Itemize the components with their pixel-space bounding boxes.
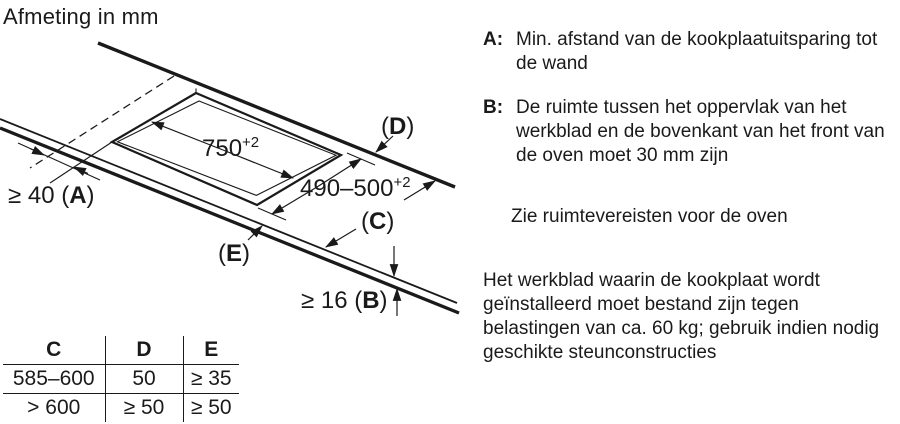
note-b: B: De ruimte tussen het oppervlak van he…: [483, 96, 900, 168]
worktop-front-bottom-edge: [0, 126, 460, 315]
table-header-row: C D E: [3, 336, 239, 365]
table-header-d: D: [104, 336, 183, 365]
cutout-inner-outline: [116, 100, 338, 197]
note-worktop-load: Het werkblad waarin de kookplaat wordt g…: [483, 270, 880, 363]
table-cell: ≥ 50: [104, 393, 183, 422]
label-c-text: (C): [361, 208, 394, 235]
dim-c-arrow-up: [403, 180, 436, 201]
note-b-text: De ruimte tussen het oppervlak van het w…: [516, 97, 885, 166]
table-cell: 585–600: [3, 364, 105, 394]
worktop-front-top-edge: [0, 118, 458, 304]
dim-750-arrow-left: [150, 121, 224, 151]
label-d-text: (D): [381, 113, 414, 140]
dim-a-arrow-right: [29, 146, 45, 156]
table-cell: 50: [104, 364, 183, 394]
dim-c-arrow-down: [325, 228, 357, 248]
table-row: 585–600 50 ≥ 35: [3, 364, 239, 394]
note-b-label: B:: [483, 97, 504, 118]
table-cell: ≥ 35: [182, 364, 239, 394]
dim-a-text: ≥ 40 (A): [8, 182, 95, 209]
label-e-leader: [247, 225, 263, 241]
dim-490-arrow-up: [316, 158, 362, 188]
dim-a-extension-line: [49, 141, 113, 184]
note-a: A: Min. afstand van de kookplaatuitspari…: [483, 28, 900, 76]
table-header-c: C: [3, 336, 105, 365]
label-e-text: (E): [218, 240, 250, 267]
dim-a-arrow-left: [73, 166, 89, 176]
table-cell: ≥ 50: [182, 393, 239, 422]
installation-diagram: ≥ 40 (A) 750+2 490–500+2 (D) (C) (E) ≥ 1…: [0, 41, 460, 316]
table-row: > 600 ≥ 50 ≥ 50: [3, 393, 239, 422]
wall-line: [97, 41, 456, 189]
note-a-label: A:: [483, 29, 504, 50]
page-title: Afmeting in mm: [3, 4, 159, 29]
dim-750-text: 750+2: [202, 134, 259, 162]
table-cell: > 600: [27, 396, 81, 419]
dimension-table: C D E 585–600 50 ≥ 35 > 600 ≥ 50 ≥ 50: [3, 336, 239, 422]
dim-490-arrow-down: [271, 186, 318, 215]
side-wall-dashed-line: [29, 75, 175, 169]
dim-750-arrow-right: [222, 149, 295, 179]
label-d-leader: [375, 135, 394, 153]
dim-b-text: ≥ 16 (B): [301, 287, 388, 314]
cutout-outer-outline: [109, 91, 344, 207]
note-oven-space: Zie ruimtevereisten voor de oven: [511, 206, 788, 227]
note-a-text: Min. afstand van de kookplaatuitsparing …: [516, 29, 878, 74]
table-header-e: E: [182, 336, 239, 365]
dim-490-text: 490–500+2: [300, 174, 411, 202]
